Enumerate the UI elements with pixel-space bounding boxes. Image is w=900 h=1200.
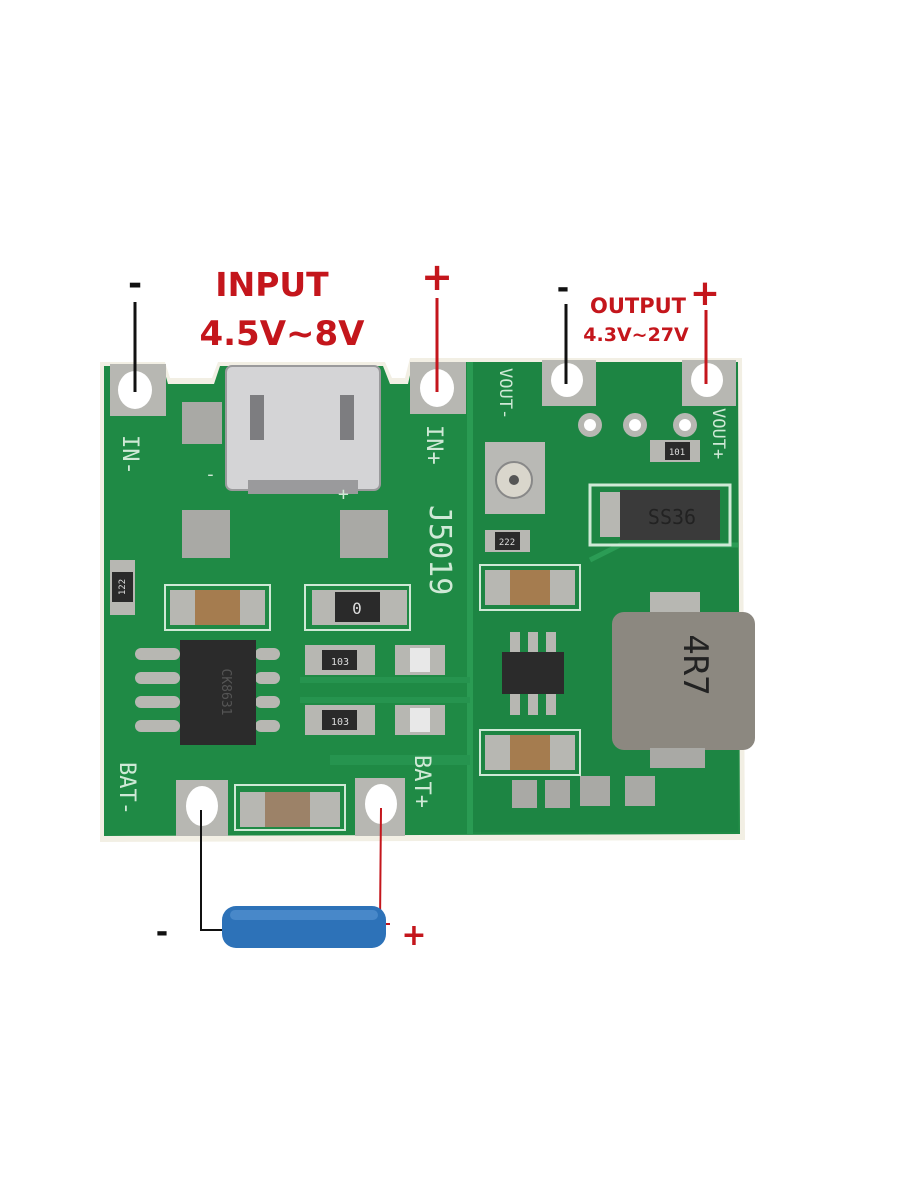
silk-usb-minus: - — [205, 464, 216, 485]
silkscreen: IN- IN+ J5019 VOUT- VOUT+ BAT- BAT+ + - — [114, 368, 728, 815]
silk-bat-plus: BAT+ — [409, 755, 434, 808]
inductor-label: 4R7 — [675, 634, 715, 695]
output-title: OUTPUT — [590, 294, 687, 318]
output-minus-label: - — [557, 271, 569, 306]
trimmer-potentiometer — [485, 442, 545, 514]
resistor-0-label: 0 — [352, 599, 362, 618]
input-minus-label: - — [128, 264, 142, 304]
micro-usb-connector — [225, 365, 381, 494]
resistor-103a-label: 103 — [331, 657, 349, 668]
silk-in-minus: IN- — [117, 435, 142, 475]
silk-board-id: J5019 — [422, 505, 457, 595]
input-range: 4.5V~8V — [199, 314, 365, 354]
resistor-122-label: 122 — [118, 579, 128, 595]
smd-components: 0 103 103 222 101 122 — [110, 440, 700, 831]
resistor-101-label: 101 — [669, 448, 685, 458]
silk-vout-minus: VOUT- — [495, 368, 515, 419]
input-title: INPUT — [215, 265, 329, 304]
silk-bat-minus: BAT- — [114, 762, 139, 815]
output-range: 4.3V~27V — [583, 324, 689, 346]
resistor-103b-label: 103 — [331, 717, 349, 728]
resistor-222-label: 222 — [499, 538, 515, 548]
battery-plus-label: + — [401, 918, 426, 953]
input-plus-label: + — [421, 255, 453, 299]
annotations: - INPUT 4.5V~8V + - OUTPUT 4.3V~27V + - … — [128, 255, 720, 953]
boost-ic — [502, 632, 564, 715]
diode-ss36: SS36 — [588, 483, 732, 547]
silk-vout-plus: VOUT+ — [708, 408, 728, 459]
charger-ic: CK8631 — [135, 640, 280, 745]
silk-in-plus: IN+ — [421, 425, 446, 465]
battery-minus-label: - — [156, 915, 168, 950]
battery-cell — [222, 906, 386, 948]
annotation-wires — [133, 298, 708, 931]
inductor-4r7: 4R7 — [612, 592, 755, 768]
diode-label: SS36 — [648, 505, 696, 529]
output-plus-label: + — [690, 273, 720, 314]
silk-usb-plus: + — [338, 484, 349, 505]
charger-ic-label: CK8631 — [218, 669, 233, 716]
